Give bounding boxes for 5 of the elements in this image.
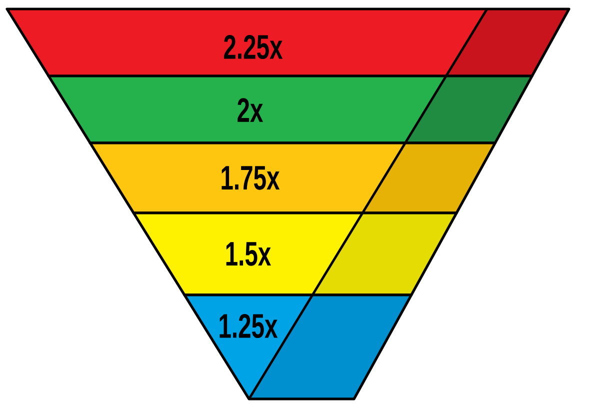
funnel-band: 1.25x <box>183 294 413 400</box>
funnel-band: 2.25x <box>6 8 570 78</box>
funnel-band: 1.75x <box>88 142 496 214</box>
funnel-band: 1.5x <box>132 212 458 296</box>
funnel-band: 2x <box>47 74 534 144</box>
